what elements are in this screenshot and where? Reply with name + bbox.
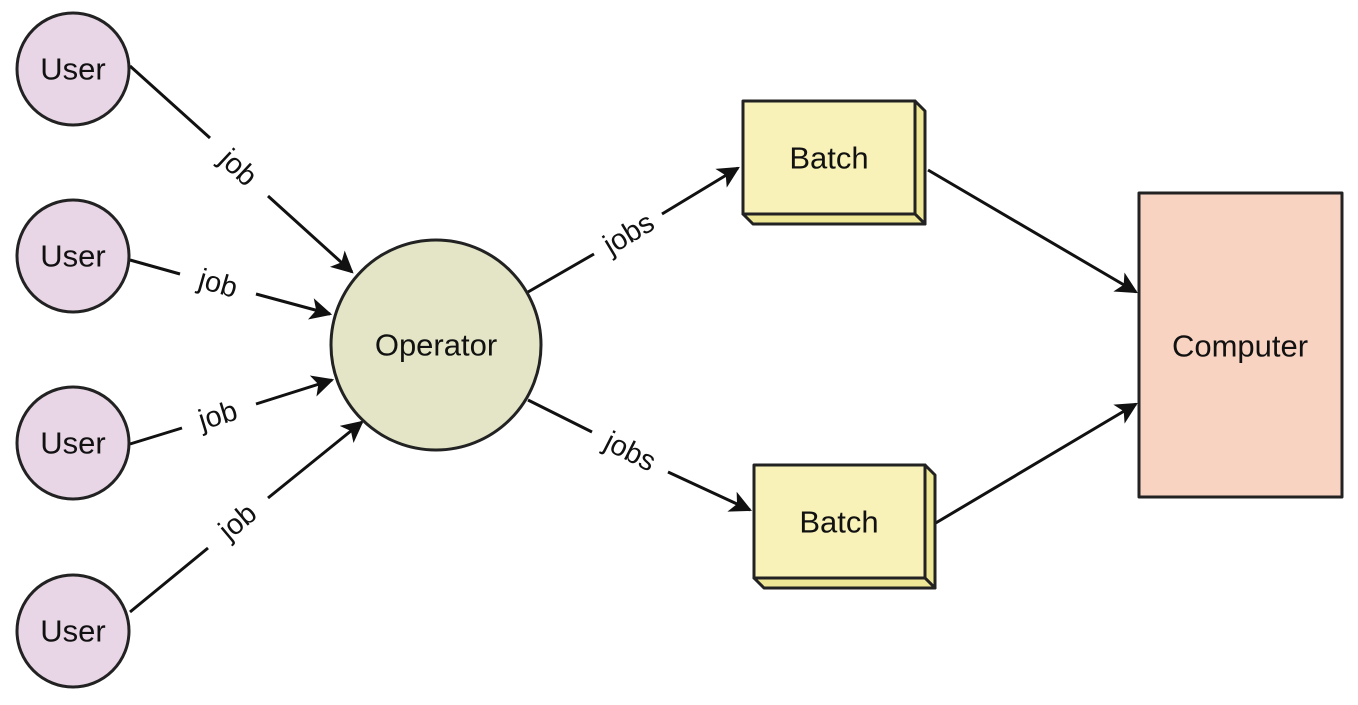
user-node-3: User: [15, 385, 131, 501]
user-node-1: User: [15, 11, 131, 127]
edge-label-jobs-2: jobs: [598, 425, 661, 478]
user-label: User: [40, 614, 105, 649]
user-circle: [15, 385, 131, 501]
batch-box-front: [752, 463, 927, 580]
user-circle: [15, 573, 131, 689]
computer-box: [1137, 191, 1344, 499]
user-circle: [15, 198, 131, 314]
edge-user4-to-operator: job: [129, 420, 364, 614]
edge-label-job-2: job: [194, 263, 241, 305]
batch-node-bottom: Batch: [752, 463, 937, 590]
user-node-4: User: [15, 573, 131, 689]
edge-label-job-4: job: [212, 497, 263, 547]
edge-label-jobs-1: jobs: [597, 207, 660, 262]
operator-node: Operator: [329, 238, 543, 452]
user-label: User: [40, 239, 105, 274]
user-label: User: [40, 52, 105, 87]
batch-node-top: Batch: [741, 99, 927, 226]
user-circle: [15, 11, 131, 127]
edge-batch-bottom-to-computer: [933, 402, 1138, 526]
edge-label-job-1: job: [212, 142, 263, 192]
edge-user1-to-operator: job: [128, 64, 354, 274]
edge-batch-top-to-computer: [927, 168, 1138, 294]
edge-user2-to-operator: job: [129, 258, 333, 320]
edge-label-job-3: job: [194, 395, 241, 437]
edge-operator-to-batch-bottom: jobs: [527, 398, 752, 512]
computer-label: Computer: [1172, 329, 1308, 364]
edge-user3-to-operator: job: [129, 375, 335, 446]
user-label: User: [40, 426, 105, 461]
batch-label: Batch: [799, 505, 878, 540]
batch-box-front: [741, 99, 917, 216]
batch-label: Batch: [789, 141, 868, 176]
operator-label: Operator: [375, 328, 497, 363]
computer-node: Computer: [1137, 191, 1344, 499]
user-node-2: User: [15, 198, 131, 314]
operator-circle: [329, 238, 543, 452]
edge-operator-to-batch-top: jobs: [527, 166, 740, 294]
